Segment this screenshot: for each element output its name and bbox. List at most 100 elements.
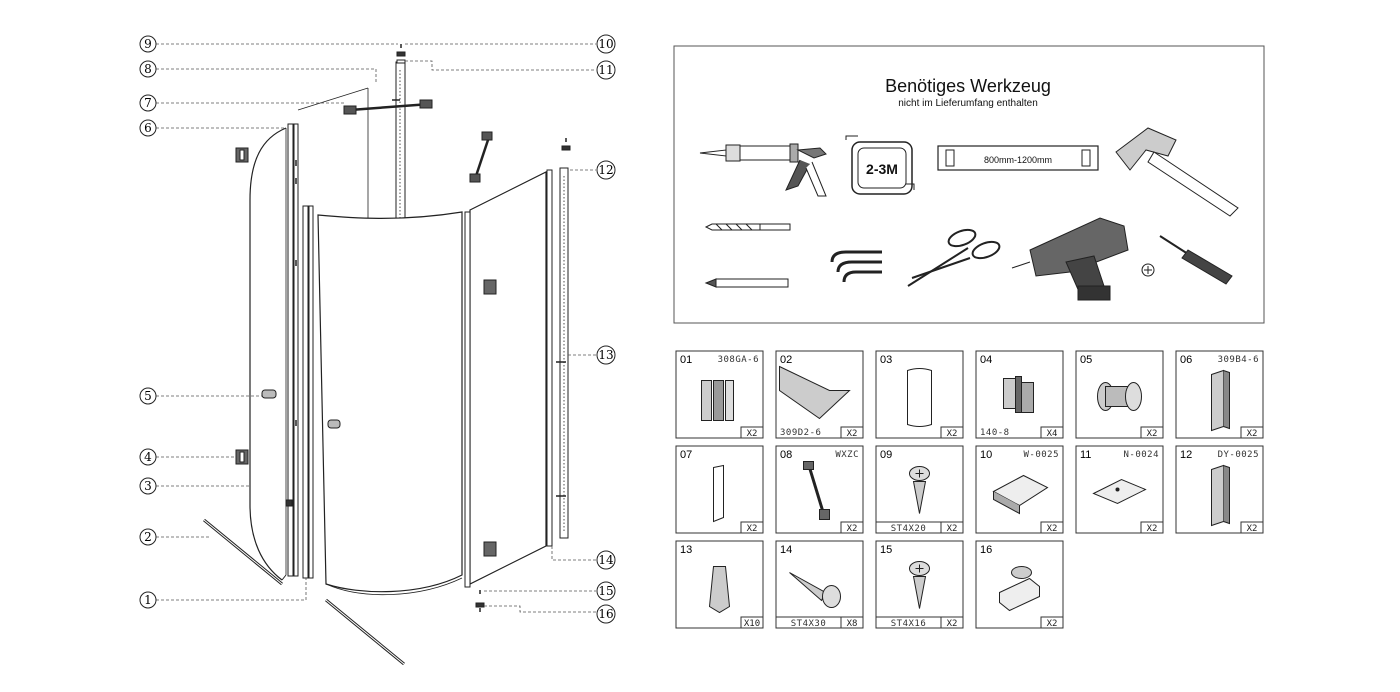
left-lower-hinge (235, 449, 249, 465)
exploded-assembly-drawing (203, 44, 571, 666)
svg-text:13: 13 (598, 348, 613, 362)
cordless-drill-icon (1011, 217, 1129, 301)
short-screw-icon (909, 561, 930, 609)
part-number: 06 (1180, 354, 1192, 366)
callout-6: 6 (139, 119, 157, 137)
svg-text:3: 3 (144, 479, 152, 493)
part-number: 05 (1080, 354, 1092, 366)
part-spec: ST4X20 (891, 524, 927, 534)
part-number: 16 (980, 544, 992, 556)
left-upper-hinge (235, 147, 249, 163)
callout-7: 7 (139, 94, 157, 112)
left-vertical-profile (287, 123, 299, 577)
center-knob (327, 419, 341, 429)
scissors-icon (907, 228, 1001, 287)
part-tile-06: 06 309B4-6X2 (1175, 350, 1264, 439)
part-quantity: X2 (947, 524, 958, 534)
callout-13: 13 (596, 345, 616, 365)
svg-text:4: 4 (144, 450, 152, 464)
center-door-left-profile (302, 205, 314, 579)
left-curved-glass-panel (249, 127, 287, 581)
bottom-seal-center (325, 598, 405, 666)
callout-2: 2 (139, 528, 157, 546)
roller-icon (999, 566, 1040, 612)
svg-text:15: 15 (598, 584, 613, 598)
part-number: 12 (1180, 449, 1192, 461)
callout-3: 3 (139, 477, 157, 495)
part-number: 14 (780, 544, 792, 556)
cap-icon (1092, 478, 1147, 505)
screw-icon (909, 466, 930, 514)
right-door-profile (464, 169, 553, 588)
part-number: 07 (680, 449, 692, 461)
required-tools-panel: Benötiges Werkzeug nicht im Lieferumfang… (673, 45, 1265, 324)
spirit-level-icon: 800mm-1200mm (937, 145, 1099, 171)
part-quantity: X2 (747, 524, 758, 534)
dowel-icon (708, 566, 731, 614)
callout-1: 1 (139, 591, 157, 609)
svg-text:1: 1 (144, 593, 152, 607)
left-knob (261, 389, 277, 399)
callout-5: 5 (139, 387, 157, 405)
stabilizer-bar-icon (803, 461, 830, 520)
callout-leaders (156, 43, 596, 613)
bottom-seal-left (203, 518, 283, 586)
part-quantity: X2 (847, 524, 858, 534)
drill-bit-icon (704, 223, 791, 231)
part-number: 04 (980, 354, 992, 366)
callout-9: 9 (139, 35, 157, 53)
part-number: 15 (880, 544, 892, 556)
part-number: 10 (980, 449, 992, 461)
part-number: 08 (780, 449, 792, 461)
svg-text:7: 7 (144, 96, 152, 110)
part-quantity: X2 (1247, 429, 1258, 439)
svg-text:2: 2 (144, 530, 152, 544)
wall-profile-icon (1211, 464, 1230, 527)
part-code: DY-0025 (1218, 450, 1259, 460)
pencil-icon (704, 278, 789, 288)
part-code: 308GA-6 (718, 355, 759, 365)
right-wall-profile (556, 167, 569, 539)
callout-14: 14 (596, 550, 616, 570)
part-quantity: X2 (1247, 524, 1258, 534)
callout-4: 4 (139, 448, 157, 466)
svg-text:11: 11 (598, 63, 613, 77)
part-spec: 140-8 (980, 428, 1010, 438)
svg-text:5: 5 (144, 389, 152, 403)
part-quantity: X8 (847, 619, 858, 629)
svg-text:14: 14 (598, 553, 614, 567)
part-quantity: X10 (744, 619, 760, 629)
tape-measure-icon: 2-3M (845, 135, 915, 195)
svg-text:16: 16 (598, 607, 613, 621)
part-number: 01 (680, 354, 692, 366)
part-spec: ST4X30 (791, 619, 827, 629)
angled-stabilizer-bar (469, 131, 493, 183)
svg-text:6: 6 (144, 121, 152, 135)
tape-measure-label: 2-3M (866, 161, 898, 177)
part-spec: 309D2-6 (780, 428, 821, 438)
curved-panel-icon (907, 368, 932, 427)
part-number: 13 (680, 544, 692, 556)
screwdriver-icon (1141, 235, 1233, 285)
center-curved-door-panel (317, 211, 463, 593)
callout-11: 11 (596, 60, 616, 80)
part-code: N-0024 (1123, 450, 1159, 460)
part-code: 309B4-6 (1218, 355, 1259, 365)
callout-10: 10 (596, 34, 616, 54)
part-number: 02 (780, 354, 792, 366)
callout-12: 12 (596, 160, 616, 180)
